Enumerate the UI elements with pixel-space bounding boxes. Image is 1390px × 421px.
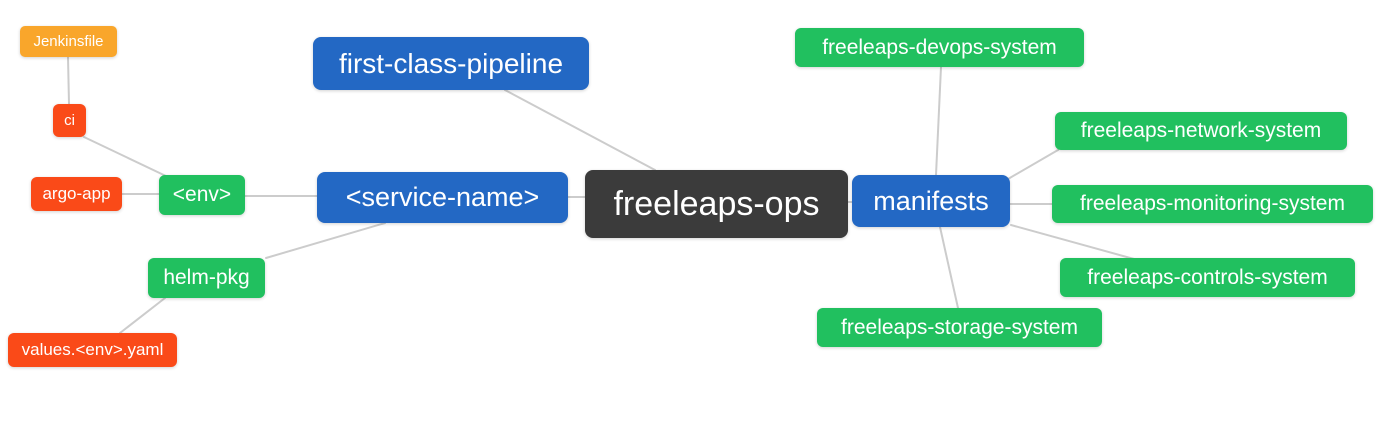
node-label: freeleaps-controls-system	[1087, 265, 1328, 289]
node-freeleaps-ops[interactable]: freeleaps-ops	[585, 170, 848, 238]
node-label: first-class-pipeline	[338, 47, 564, 79]
node-service-name[interactable]: <service-name>	[317, 172, 568, 223]
node-label: manifests	[873, 185, 989, 216]
node-argo-app[interactable]: argo-app	[31, 177, 122, 211]
node-label: <env>	[172, 183, 232, 206]
edge-manifests-to-freeleaps-devops-system	[935, 66, 942, 176]
node-label: helm-pkg	[163, 266, 250, 289]
node-helm-pkg[interactable]: helm-pkg	[148, 258, 265, 298]
node-label: freeleaps-ops	[613, 184, 820, 223]
edge-first-class-pipeline-to-freeleaps-ops	[504, 89, 656, 171]
node-manifests[interactable]: manifests	[852, 175, 1010, 227]
node-label: argo-app	[42, 184, 111, 203]
edge-manifests-to-freeleaps-controls-system	[1010, 224, 1135, 260]
node-env[interactable]: <env>	[159, 175, 245, 215]
node-freeleaps-network-system[interactable]: freeleaps-network-system	[1055, 112, 1347, 150]
edge-manifests-to-freeleaps-network-system	[1007, 149, 1059, 180]
edge-manifests-to-freeleaps-storage-system	[939, 226, 959, 309]
node-label: <service-name>	[345, 182, 540, 212]
node-label: freeleaps-network-system	[1080, 119, 1322, 142]
node-label: values.<env>.yaml	[21, 340, 164, 359]
node-freeleaps-storage-system[interactable]: freeleaps-storage-system	[817, 308, 1102, 347]
node-label: freeleaps-monitoring-system	[1080, 192, 1345, 215]
node-values-env-yaml[interactable]: values.<env>.yaml	[8, 333, 177, 367]
node-ci[interactable]: ci	[53, 104, 86, 137]
node-label: Jenkinsfile	[33, 33, 104, 50]
node-freeleaps-controls-system[interactable]: freeleaps-controls-system	[1060, 258, 1355, 297]
edge-jenkinsfile-to-ci	[67, 56, 70, 105]
node-label: freeleaps-storage-system	[841, 315, 1078, 339]
node-freeleaps-monitoring-system[interactable]: freeleaps-monitoring-system	[1052, 185, 1373, 223]
node-freeleaps-devops-system[interactable]: freeleaps-devops-system	[795, 28, 1084, 67]
edge-helm-pkg-to-service-name	[265, 222, 386, 259]
node-label: ci	[64, 112, 75, 129]
node-first-class-pipeline[interactable]: first-class-pipeline	[313, 37, 589, 90]
edge-ci-to-env	[83, 136, 169, 178]
node-label: freeleaps-devops-system	[822, 35, 1057, 59]
node-jenkinsfile[interactable]: Jenkinsfile	[20, 26, 117, 57]
edge-values-env-yaml-to-helm-pkg	[119, 297, 166, 334]
